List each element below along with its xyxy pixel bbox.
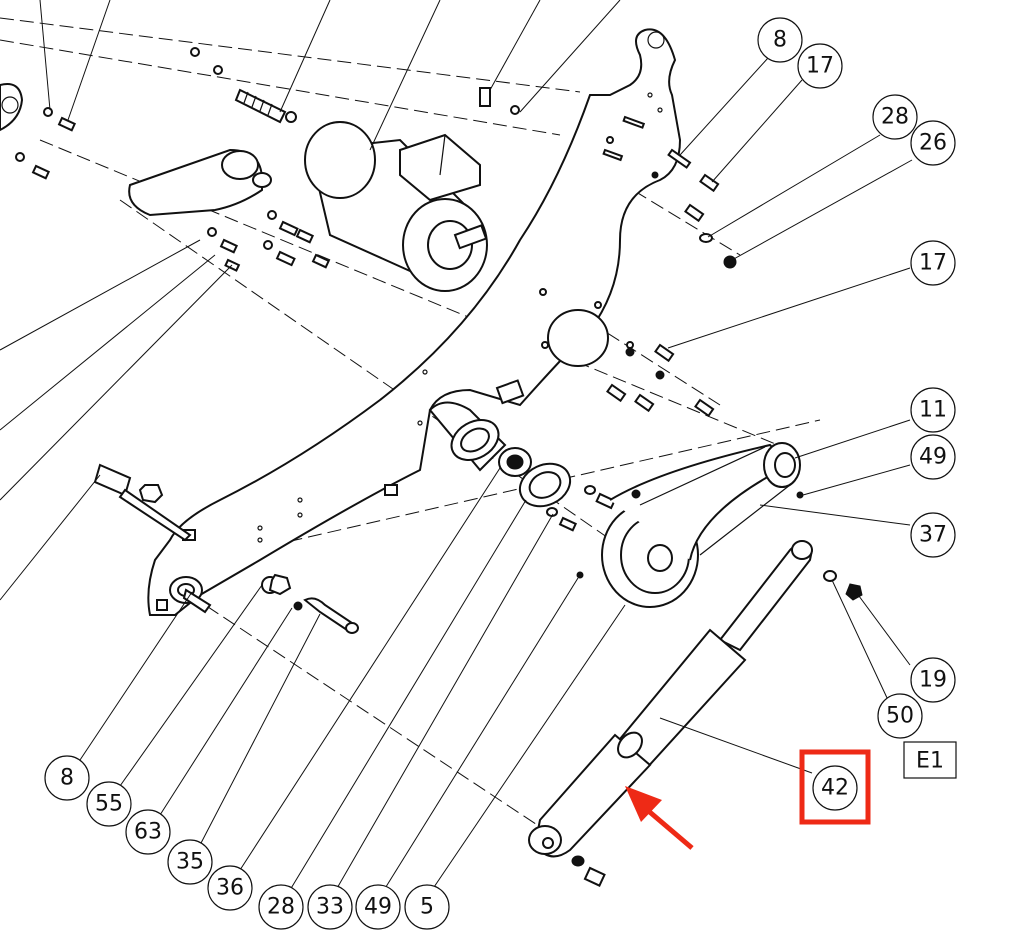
callout-8-bottom: 8 [44, 755, 90, 801]
callout-42: 42 [812, 765, 858, 811]
bearing-stack [428, 379, 616, 532]
callout-label: 42 [821, 776, 849, 801]
highlight-arrow [625, 786, 694, 850]
callout-label: 17 [806, 54, 834, 79]
drive-pulleys [576, 442, 804, 608]
tension-spring [234, 88, 297, 124]
callout-highlight-box [799, 749, 871, 825]
frame-bolts [539, 115, 737, 418]
callout-49-right: 49 [910, 434, 956, 480]
callout-35: 35 [167, 839, 213, 885]
callout-label: 28 [881, 105, 909, 130]
callout-17-mid: 17 [910, 240, 956, 286]
upper-pivot-bracket [0, 83, 272, 217]
callout-label: 11 [919, 398, 947, 423]
drive-motor [304, 121, 488, 292]
callout-55: 55 [86, 781, 132, 827]
callout-label: 37 [919, 523, 947, 548]
callout-26: 26 [910, 120, 956, 166]
callout-36: 36 [207, 865, 253, 911]
callout-label: 36 [216, 876, 244, 901]
callout-balloons: 8 17 28 26 17 11 49 37 19 50 42 8 55 63 … [44, 17, 956, 930]
callout-37: 37 [910, 512, 956, 558]
callout-label: 8 [773, 28, 787, 53]
callout-label: 28 [267, 895, 295, 920]
callout-label: 49 [364, 895, 392, 920]
lower-pivot-shaft [93, 463, 359, 634]
callout-label: 35 [176, 850, 204, 875]
callout-11: 11 [910, 387, 956, 433]
callout-28-bottom: 28 [258, 884, 304, 930]
callout-5: 5 [404, 884, 450, 930]
callout-label: 63 [134, 820, 162, 845]
callout-label: 49 [919, 445, 947, 470]
callout-label: 33 [316, 895, 344, 920]
view-tag-label: E1 [916, 749, 944, 774]
small-fasteners [15, 47, 582, 317]
linear-actuator [528, 540, 863, 887]
callout-label: 8 [60, 766, 74, 791]
callout-49-bottom: 49 [355, 884, 401, 930]
callout-63: 63 [125, 809, 171, 855]
callout-label: 19 [919, 668, 947, 693]
callout-28-right: 28 [872, 94, 918, 140]
callout-19: 19 [910, 657, 956, 703]
callout-label: 17 [919, 251, 947, 276]
callout-label: 5 [420, 895, 434, 920]
callout-label: 55 [95, 792, 123, 817]
callout-17-top: 17 [797, 43, 843, 89]
leader-lines [0, 0, 913, 891]
callout-33: 33 [307, 884, 353, 930]
callout-50: 50 [877, 693, 923, 739]
callout-label: 50 [886, 704, 914, 729]
view-tag: E1 [903, 741, 957, 779]
callout-8-top: 8 [757, 17, 803, 63]
callout-label: 26 [919, 131, 947, 156]
